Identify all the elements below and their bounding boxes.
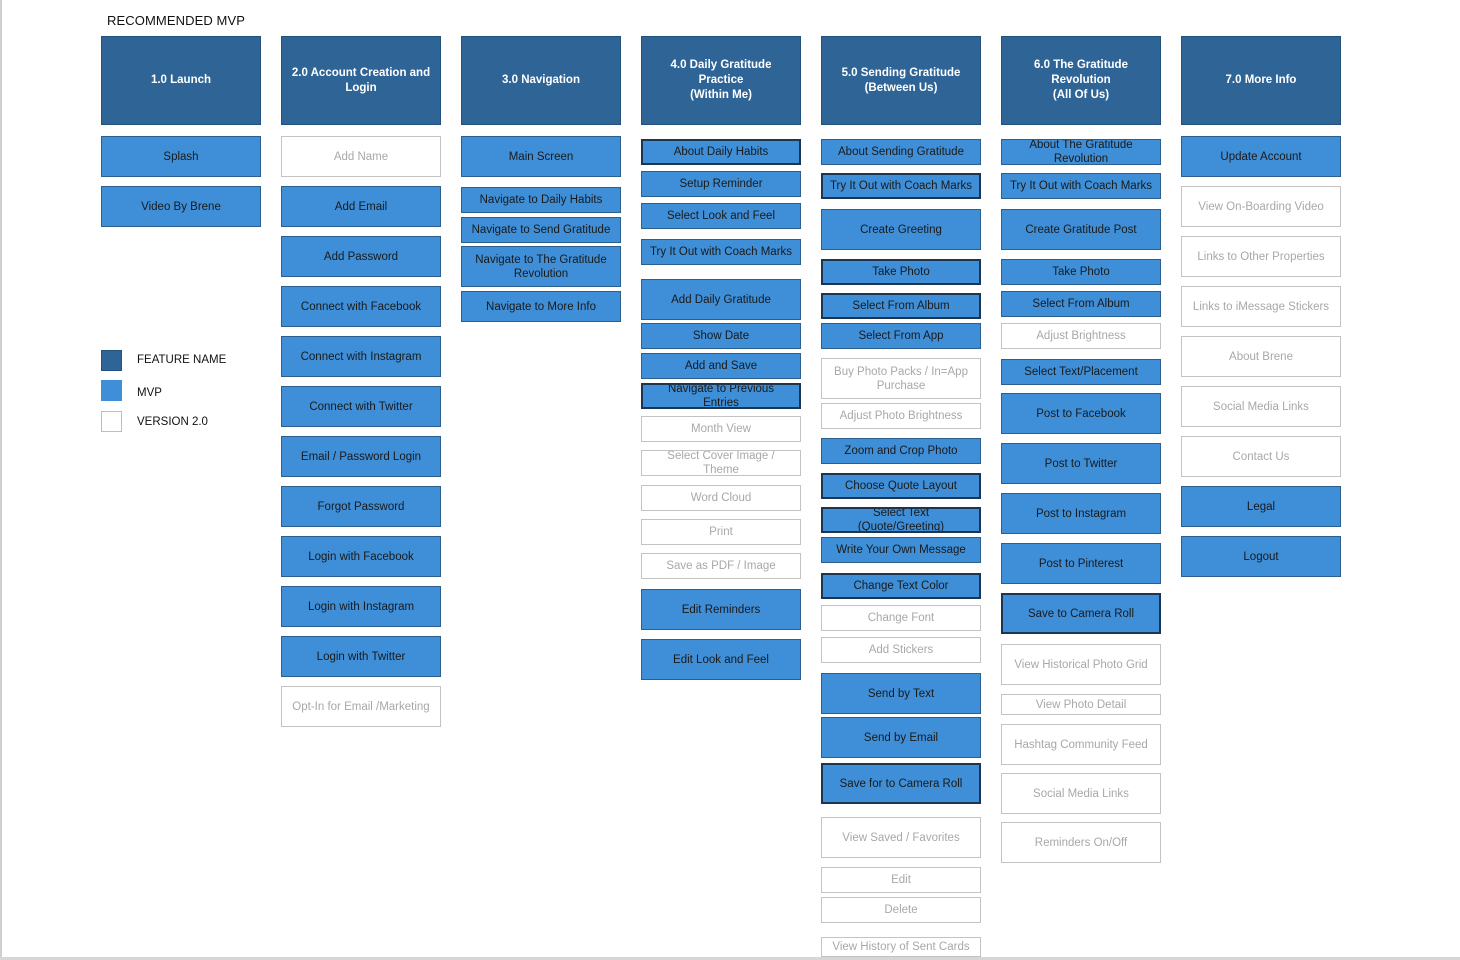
feature-box-email-password-login: Email / Password Login [281, 436, 441, 477]
feature-box-main-screen: Main Screen [461, 136, 621, 177]
feature-box-reminders-on-off: Reminders On/Off [1001, 822, 1161, 863]
feature-box-add-and-save: Add and Save [641, 353, 801, 379]
feature-header-2: 2.0 Account Creation and Login [281, 36, 441, 125]
feature-box-try-it-out-with-coach-marks: Try It Out with Coach Marks [821, 173, 981, 199]
feature-box-about-the-gratitude-revolution: About The Gratitude Revolution [1001, 139, 1161, 165]
feature-box-create-greeting: Create Greeting [821, 209, 981, 250]
feature-box-try-it-out-with-coach-marks: Try It Out with Coach Marks [641, 239, 801, 265]
feature-box-save-as-pdf-image: Save as PDF / Image [641, 553, 801, 579]
feature-box-login-with-instagram: Login with Instagram [281, 586, 441, 627]
feature-box-about-brene: About Brene [1181, 336, 1341, 377]
feature-box-navigate-to-send-gratitude: Navigate to Send Gratitude [461, 217, 621, 243]
feature-box-connect-with-facebook: Connect with Facebook [281, 286, 441, 327]
feature-box-write-your-own-message: Write Your Own Message [821, 537, 981, 563]
feature-box-adjust-photo-brightness: Adjust Photo Brightness [821, 403, 981, 429]
feature-box-zoom-and-crop-photo: Zoom and Crop Photo [821, 438, 981, 464]
feature-box-choose-quote-layout: Choose Quote Layout [821, 473, 981, 499]
feature-box-add-stickers: Add Stickers [821, 637, 981, 663]
feature-box-take-photo: Take Photo [1001, 259, 1161, 285]
feature-box-add-daily-gratitude: Add Daily Gratitude [641, 279, 801, 320]
feature-box-change-text-color: Change Text Color [821, 573, 981, 599]
feature-box-add-password: Add Password [281, 236, 441, 277]
feature-box-post-to-pinterest: Post to Pinterest [1001, 543, 1161, 584]
feature-box-setup-reminder: Setup Reminder [641, 171, 801, 197]
feature-box-view-on-boarding-video: View On-Boarding Video [1181, 186, 1341, 227]
feature-header-6: 6.0 The Gratitude Revolution (All Of Us) [1001, 36, 1161, 125]
feature-box-update-account: Update Account [1181, 136, 1341, 177]
legend-swatch-v2 [101, 411, 122, 432]
feature-box-select-text-placement: Select Text/Placement [1001, 359, 1161, 385]
feature-box-save-to-camera-roll: Save to Camera Roll [1001, 593, 1161, 634]
feature-box-login-with-twitter: Login with Twitter [281, 636, 441, 677]
feature-box-select-from-album: Select From Album [821, 293, 981, 319]
feature-box-month-view: Month View [641, 416, 801, 442]
legend-label-feature: FEATURE NAME [137, 354, 227, 366]
feature-box-view-photo-detail: View Photo Detail [1001, 694, 1161, 715]
legend-swatch-feature [101, 350, 122, 371]
feature-box-take-photo: Take Photo [821, 259, 981, 285]
feature-box-add-email: Add Email [281, 186, 441, 227]
feature-box-select-from-app: Select From App [821, 323, 981, 349]
feature-box-about-sending-gratitude: About Sending Gratitude [821, 139, 981, 165]
feature-header-5: 5.0 Sending Gratitude (Between Us) [821, 36, 981, 125]
feature-box-legal: Legal [1181, 486, 1341, 527]
feature-box-post-to-facebook: Post to Facebook [1001, 393, 1161, 434]
feature-box-view-historical-photo-grid: View Historical Photo Grid [1001, 644, 1161, 685]
feature-box-links-to-imessage-stickers: Links to iMessage Stickers [1181, 286, 1341, 327]
feature-box-hashtag-community-feed: Hashtag Community Feed [1001, 724, 1161, 765]
feature-box-connect-with-twitter: Connect with Twitter [281, 386, 441, 427]
feature-box-social-media-links: Social Media Links [1001, 773, 1161, 814]
feature-box-about-daily-habits: About Daily Habits [641, 139, 801, 165]
feature-box-navigate-to-more-info: Navigate to More Info [461, 291, 621, 322]
page-edge [0, 0, 2, 960]
feature-box-logout: Logout [1181, 536, 1341, 577]
feature-box-print: Print [641, 519, 801, 545]
feature-box-post-to-twitter: Post to Twitter [1001, 443, 1161, 484]
feature-box-delete: Delete [821, 897, 981, 923]
feature-box-social-media-links: Social Media Links [1181, 386, 1341, 427]
feature-box-change-font: Change Font [821, 605, 981, 631]
feature-box-view-history-of-sent-cards: View History of Sent Cards [821, 937, 981, 957]
feature-box-navigate-to-the-gratitude-revolution: Navigate to The Gratitude Revolution [461, 246, 621, 287]
feature-box-contact-us: Contact Us [1181, 436, 1341, 477]
feature-box-buy-photo-packs-in-app-purchase: Buy Photo Packs / In=App Purchase [821, 358, 981, 399]
feature-box-send-by-text: Send by Text [821, 673, 981, 714]
page-title: RECOMMENDED MVP [107, 13, 246, 28]
feature-box-send-by-email: Send by Email [821, 717, 981, 758]
feature-box-select-cover-image-theme: Select Cover Image / Theme [641, 450, 801, 476]
legend-swatch-mvp [101, 380, 122, 401]
feature-box-view-saved-favorites: View Saved / Favorites [821, 817, 981, 858]
feature-box-edit: Edit [821, 867, 981, 893]
feature-box-create-gratitude-post: Create Gratitude Post [1001, 209, 1161, 250]
feature-box-edit-reminders: Edit Reminders [641, 589, 801, 630]
feature-header-7: 7.0 More Info [1181, 36, 1341, 125]
feature-box-splash: Splash [101, 136, 261, 177]
feature-box-opt-in-for-email-marketing: Opt-In for Email /Marketing [281, 686, 441, 727]
feature-box-links-to-other-properties: Links to Other Properties [1181, 236, 1341, 277]
feature-box-navigate-to-daily-habits: Navigate to Daily Habits [461, 187, 621, 213]
feature-box-try-it-out-with-coach-marks: Try It Out with Coach Marks [1001, 173, 1161, 199]
feature-box-edit-look-and-feel: Edit Look and Feel [641, 639, 801, 680]
feature-box-navigate-to-previous-entries: Navigate to Previous Entries [641, 383, 801, 409]
feature-box-adjust-brightness: Adjust Brightness [1001, 323, 1161, 349]
feature-box-save-for-to-camera-roll: Save for to Camera Roll [821, 763, 981, 804]
feature-box-connect-with-instagram: Connect with Instagram [281, 336, 441, 377]
feature-box-video-by-brene: Video By Brene [101, 186, 261, 227]
feature-header-4: 4.0 Daily Gratitude Practice (Within Me) [641, 36, 801, 125]
legend-label-v2: VERSION 2.0 [137, 416, 208, 428]
page-edge [0, 957, 1460, 960]
feature-box-select-text-quote-greeting: Select Text (Quote/Greeting) [821, 507, 981, 533]
feature-box-add-name: Add Name [281, 136, 441, 177]
feature-header-1: 1.0 Launch [101, 36, 261, 125]
legend-label-mvp: MVP [137, 387, 162, 399]
feature-box-select-look-and-feel: Select Look and Feel [641, 203, 801, 229]
feature-box-forgot-password: Forgot Password [281, 486, 441, 527]
feature-box-show-date: Show Date [641, 323, 801, 349]
feature-box-select-from-album: Select From Album [1001, 291, 1161, 317]
feature-header-3: 3.0 Navigation [461, 36, 621, 125]
feature-box-login-with-facebook: Login with Facebook [281, 536, 441, 577]
feature-box-word-cloud: Word Cloud [641, 485, 801, 511]
feature-box-post-to-instagram: Post to Instagram [1001, 493, 1161, 534]
